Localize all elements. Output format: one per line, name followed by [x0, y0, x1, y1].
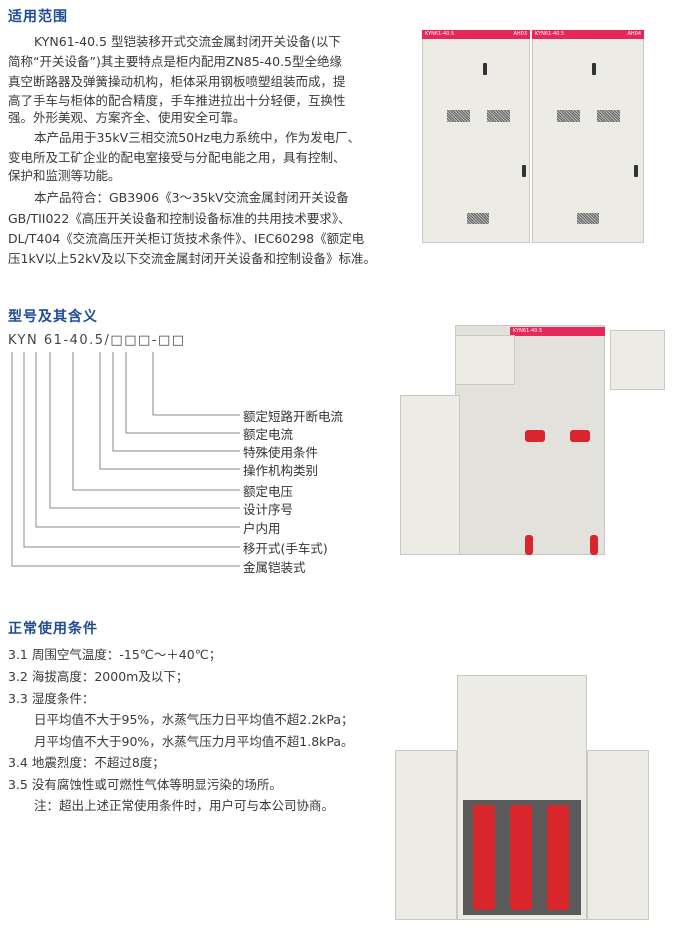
condition-item: 3.2 海拔高度：2000m及以下；: [8, 669, 189, 684]
model-label: 设计序号: [243, 502, 294, 517]
condition-item: 3.1 周围空气温度：-15℃～＋40℃；: [8, 647, 222, 662]
text-line: 简称“开关设备”)其主要特点是柜内配用ZN85-40.5型全绝缘: [8, 54, 342, 69]
panel-model-label: KYN61-40.5: [535, 31, 565, 37]
section-title-model: 型号及其含义: [8, 309, 98, 325]
model-label: 额定电流: [243, 427, 294, 442]
text-line: KYN61-40.5 型铠装移开式交流金属封闭开关设备(以下: [34, 34, 341, 49]
model-label: 额定短路开断电流: [243, 409, 344, 424]
open-cabinet-photo: KYN61-40.5: [400, 325, 665, 560]
panel-number-label: AH03: [513, 31, 527, 37]
text-line: 真空断路器及弹簧操动机构，柜体采用钢板喷塑组装而成，提: [8, 74, 346, 89]
text-line: 强。外形美观、方案齐全、使用安全可靠。: [8, 110, 246, 125]
panel-nameplate: KYN61-40.5 AH04: [532, 30, 644, 39]
text-line: 本产品用于35kV三相交流50Hz电力系统中，作为发电厂、: [34, 130, 361, 145]
section-title-scope: 适用范围: [8, 9, 68, 25]
condition-item: 月平均值不大于90%，水蒸气压力月平均值不超1.8kPa。: [34, 734, 354, 749]
condition-item: 3.4 地震烈度：不超过8度；: [8, 755, 165, 770]
transformer-cabinet-photo: [395, 675, 650, 925]
section-title-conditions: 正常使用条件: [8, 621, 98, 637]
model-label: 移开式(手车式): [243, 541, 328, 556]
text-line: GB/TII022《高压开关设备和控制设备标准的共用技术要求》、: [8, 211, 351, 226]
condition-item: 日平均值不大于95%，水蒸气压力日平均值不超2.2kPa；: [34, 712, 354, 727]
model-label: 操作机构类别: [243, 463, 319, 478]
model-label: 户内用: [243, 521, 281, 536]
condition-item: 3.5 没有腐蚀性或可燃性气体等明显污染的场所。: [8, 777, 282, 792]
text-line: 压1kV以上52kV及以下交流金属封闭开关设备和控制设备》标准。: [8, 251, 376, 266]
panel-model-label: KYN61-40.5: [425, 31, 455, 37]
condition-item: 3.3 湿度条件：: [8, 691, 95, 706]
model-diagram-lines: [11, 352, 240, 567]
model-label: 额定电压: [243, 484, 294, 499]
panel-number-label: AH04: [627, 31, 641, 37]
model-label: 金属铠装式: [243, 560, 306, 575]
text-line: 变电所及工矿企业的配电室接受与分配电能之用，具有控制、: [8, 150, 346, 165]
panel-nameplate: KYN61-40.5 AH03: [422, 30, 530, 39]
switchgear-cabinet-photo: KYN61-40.5 AH03 KYN61-40.5 AH04: [422, 30, 646, 245]
model-code: KYN 61-40.5/□□□-□□: [8, 333, 186, 348]
text-line: 高了手车与柜体的配合精度，手车推进拉出十分轻便，互换性: [8, 93, 346, 108]
text-line: 保护和监测等功能。: [8, 168, 121, 183]
condition-item: 注：超出上述正常使用条件时，用户可与本公司协商。: [34, 798, 335, 813]
text-line: DL/T404《交流高压开关柜订货技术条件》、IEC60298《额定电: [8, 231, 365, 246]
panel-nameplate: KYN61-40.5: [510, 327, 605, 336]
text-line: 本产品符合：GB3906《3～35kV交流金属封闭开关设备: [34, 190, 349, 205]
model-label: 特殊使用条件: [243, 445, 319, 460]
